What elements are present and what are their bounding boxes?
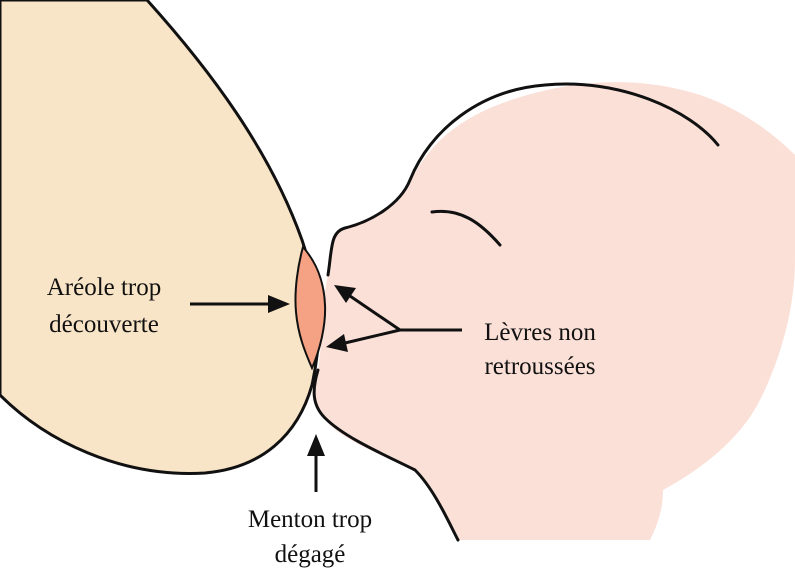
areola-label-line2: découverte bbox=[49, 311, 159, 338]
areola-arrow-head bbox=[268, 295, 290, 313]
areola-label-line1: Aréole trop bbox=[47, 274, 162, 301]
chin-label-line2: dégagé bbox=[275, 541, 346, 568]
lips-arrow-upper-head bbox=[334, 285, 356, 303]
lips-arrow-lower-head bbox=[326, 334, 348, 352]
areola-shape bbox=[294, 244, 327, 371]
lips-label-line1: Lèvres non bbox=[484, 319, 596, 346]
baby-head-shape bbox=[315, 82, 795, 540]
lips-arrow-upper-line bbox=[349, 294, 401, 332]
chin-arrow-head bbox=[307, 434, 325, 456]
lips-label-line2: retroussées bbox=[484, 353, 595, 380]
chin-label-line1: Menton trop bbox=[248, 506, 372, 533]
breast-shape bbox=[0, 0, 321, 475]
baby-eye-line bbox=[430, 209, 502, 247]
baby-face-outline bbox=[312, 368, 460, 542]
baby-head-outline bbox=[326, 82, 720, 277]
lips-arrow-lower-line bbox=[344, 328, 401, 345]
